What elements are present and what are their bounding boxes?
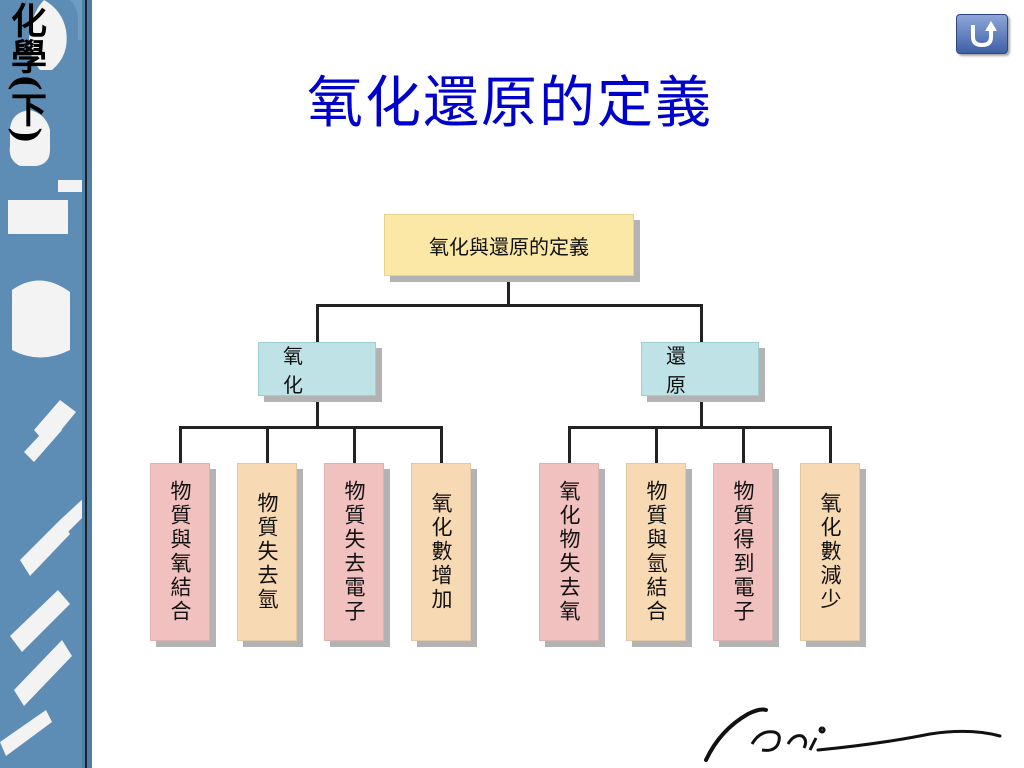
connector-line — [568, 426, 571, 464]
oxidation-leaf: 物質失去氫 — [237, 463, 297, 641]
connector-line — [316, 402, 319, 428]
side-title: 化學(下) — [5, 2, 47, 145]
connector-line — [742, 426, 745, 464]
oxidation-leaf: 氧化數增加 — [411, 463, 471, 641]
connector-line — [700, 402, 703, 428]
page-title: 氧化還原的定義 — [307, 71, 713, 136]
connector-line — [829, 426, 832, 464]
connector-line — [179, 426, 182, 464]
root-node: 氧化與還原的定義 — [384, 214, 634, 276]
connector-line — [353, 426, 356, 464]
connector-line — [568, 426, 832, 429]
oxidation-leaf: 物質與氧結合 — [150, 463, 210, 641]
connector-line — [179, 426, 443, 429]
connector-line — [507, 282, 510, 306]
left-decorative-strip — [0, 0, 92, 768]
vani-logo — [704, 707, 1002, 762]
reduction-leaf: 物質與氫結合 — [626, 463, 686, 641]
connector-line — [316, 304, 319, 344]
return-button[interactable] — [956, 14, 1008, 54]
reduction-leaf: 物質得到電子 — [713, 463, 773, 641]
connector-line — [440, 426, 443, 464]
connector-line — [266, 426, 269, 464]
connector-line — [655, 426, 658, 464]
return-icon — [971, 21, 997, 48]
oxidation-node: 氧 化 — [258, 342, 376, 397]
connector-line — [316, 304, 702, 307]
reduction-leaf: 氧化物失去氧 — [539, 463, 599, 641]
reduction-node: 還 原 — [641, 342, 759, 397]
reduction-leaf: 氧化數減少 — [800, 463, 860, 641]
oxidation-leaf: 物質失去電子 — [324, 463, 384, 641]
connector-line — [700, 304, 703, 344]
